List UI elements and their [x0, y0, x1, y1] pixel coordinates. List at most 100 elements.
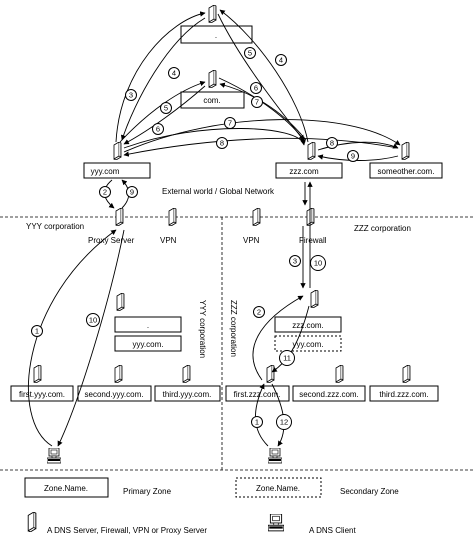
zone-com — [180, 91, 245, 109]
zzz-vertical-label: ZZZ corporation — [229, 300, 238, 357]
svg-text:11: 11 — [283, 354, 291, 363]
zone-third-zzz-label: third.zzz.com. — [379, 390, 428, 399]
svg-text:4: 4 — [172, 69, 176, 78]
step-3: 3 — [125, 89, 137, 101]
arc-10-yyy — [57, 229, 125, 447]
step-6-right: 6 — [250, 82, 262, 94]
yyy-corp-label: YYY corporation — [26, 222, 84, 231]
legend-client-label: A DNS Client — [309, 526, 356, 535]
legend-primary-label: Primary Zone — [123, 487, 172, 496]
legend-primary-box — [24, 477, 109, 498]
zone-yyy-secondary — [274, 335, 342, 352]
zone-root-label: . — [215, 31, 217, 40]
vpn-right-label: VPN — [243, 236, 260, 245]
yyy-vertical-label: YYY corporation — [198, 300, 207, 358]
legend-secondary-label: Secondary Zone — [340, 487, 399, 496]
step-1-yyy: 1 — [31, 325, 43, 337]
svg-text:12: 12 — [280, 418, 288, 427]
zone-yyy-label: yyy.com — [91, 167, 120, 176]
zone-second-zzz — [292, 385, 366, 402]
svg-text:7: 7 — [255, 98, 259, 107]
zone-yyy-inner-dot-label: . — [147, 321, 149, 330]
svg-text:5: 5 — [164, 104, 168, 113]
svg-text:2: 2 — [257, 308, 261, 317]
legend-secondary-sample: Zone.Name. — [256, 484, 300, 493]
arc-1-yyy — [28, 229, 117, 447]
arc-11-zzz — [271, 305, 310, 373]
step-9-short: 9 — [347, 150, 359, 162]
zone-first-yyy-label: first.yyy.com. — [19, 390, 65, 399]
step-10-yyy: 10 — [86, 313, 100, 327]
zzz-client-icon — [268, 448, 282, 464]
com-server-icon — [208, 70, 217, 88]
legend-primary-sample: Zone.Name. — [44, 484, 88, 493]
second-zzz-server-icon — [335, 365, 344, 383]
zzz-internal-server-icon — [310, 290, 319, 308]
zone-yyy-inner-label: yyy.com. — [133, 340, 164, 349]
third-yyy-server-icon — [182, 365, 191, 383]
svg-text:10: 10 — [89, 316, 97, 325]
svg-text:3: 3 — [129, 91, 133, 100]
first-zzz-server-icon — [266, 365, 275, 383]
step-4-right: 4 — [275, 54, 287, 66]
step-10-zzz: 10 — [310, 255, 326, 271]
third-zzz-server-icon — [402, 365, 411, 383]
step-12-zzz: 12 — [276, 414, 292, 430]
step-3-zzz: 3 — [289, 255, 301, 267]
zone-com-label: com. — [203, 96, 220, 105]
legend-server-label: A DNS Server, Firewall, VPN or Proxy Ser… — [47, 526, 207, 535]
zone-third-zzz — [369, 385, 439, 402]
zone-yyy-inner — [114, 335, 182, 352]
arc-7-long — [123, 119, 401, 153]
arc-8-short — [317, 141, 399, 151]
zone-second-zzz-label: second.zzz.com. — [299, 390, 359, 399]
legend-client-icon — [268, 514, 284, 532]
step-4-left: 4 — [168, 67, 180, 79]
firewall-label: Firewall — [299, 236, 327, 245]
vpn-left-label: VPN — [160, 236, 177, 245]
arc-9-short — [317, 154, 399, 161]
arc-4-left — [120, 17, 206, 141]
arc-7-right — [219, 82, 307, 141]
external-label: External world / Global Network — [162, 187, 275, 196]
svg-text:8: 8 — [220, 139, 224, 148]
step-2-proxy: 2 — [99, 186, 111, 198]
second-yyy-server-icon — [114, 365, 123, 383]
svg-text:1: 1 — [35, 327, 39, 336]
svg-text:1: 1 — [255, 418, 259, 427]
yyy-internal-server-icon — [116, 293, 125, 311]
svg-text:2: 2 — [103, 188, 107, 197]
zone-yyy-secondary-label: yyy.com. — [293, 340, 324, 349]
vpn-left-icon — [168, 208, 177, 226]
proxy-server-icon — [115, 208, 124, 226]
zone-zzz — [275, 162, 343, 179]
svg-text:7: 7 — [228, 119, 232, 128]
arc-2-zzz — [252, 295, 304, 381]
zone-zzz-label: zzz.com — [289, 167, 319, 176]
svg-text:6: 6 — [254, 84, 258, 93]
zone-someother — [369, 162, 443, 179]
zone-second-yyy — [77, 385, 152, 402]
zone-zzz-inner — [274, 316, 342, 333]
yyy-server-icon — [113, 142, 122, 160]
svg-text:8: 8 — [330, 139, 334, 148]
zone-zzz-inner-label: zzz.com. — [292, 321, 324, 330]
svg-text:3: 3 — [293, 257, 297, 266]
step-8-short: 8 — [326, 137, 338, 149]
firewall-icon — [306, 208, 315, 226]
step-1-zzz: 1 — [251, 416, 263, 428]
step-5-left: 5 — [160, 102, 172, 114]
zone-third-yyy — [154, 385, 221, 402]
zone-root — [180, 25, 253, 44]
zone-yyy-inner-dot — [114, 316, 182, 333]
step-11-zzz: 11 — [279, 350, 295, 366]
legend-server-icon — [27, 512, 37, 532]
svg-text:4: 4 — [279, 56, 283, 65]
step-5-right: 5 — [244, 47, 256, 59]
arc-4-right — [219, 9, 309, 143]
svg-text:10: 10 — [314, 259, 322, 268]
zone-first-zzz-label: first.zzz.com. — [234, 390, 281, 399]
zone-yyy — [83, 162, 151, 179]
step-9-proxy: 9 — [126, 186, 138, 198]
svg-text:9: 9 — [351, 152, 355, 161]
